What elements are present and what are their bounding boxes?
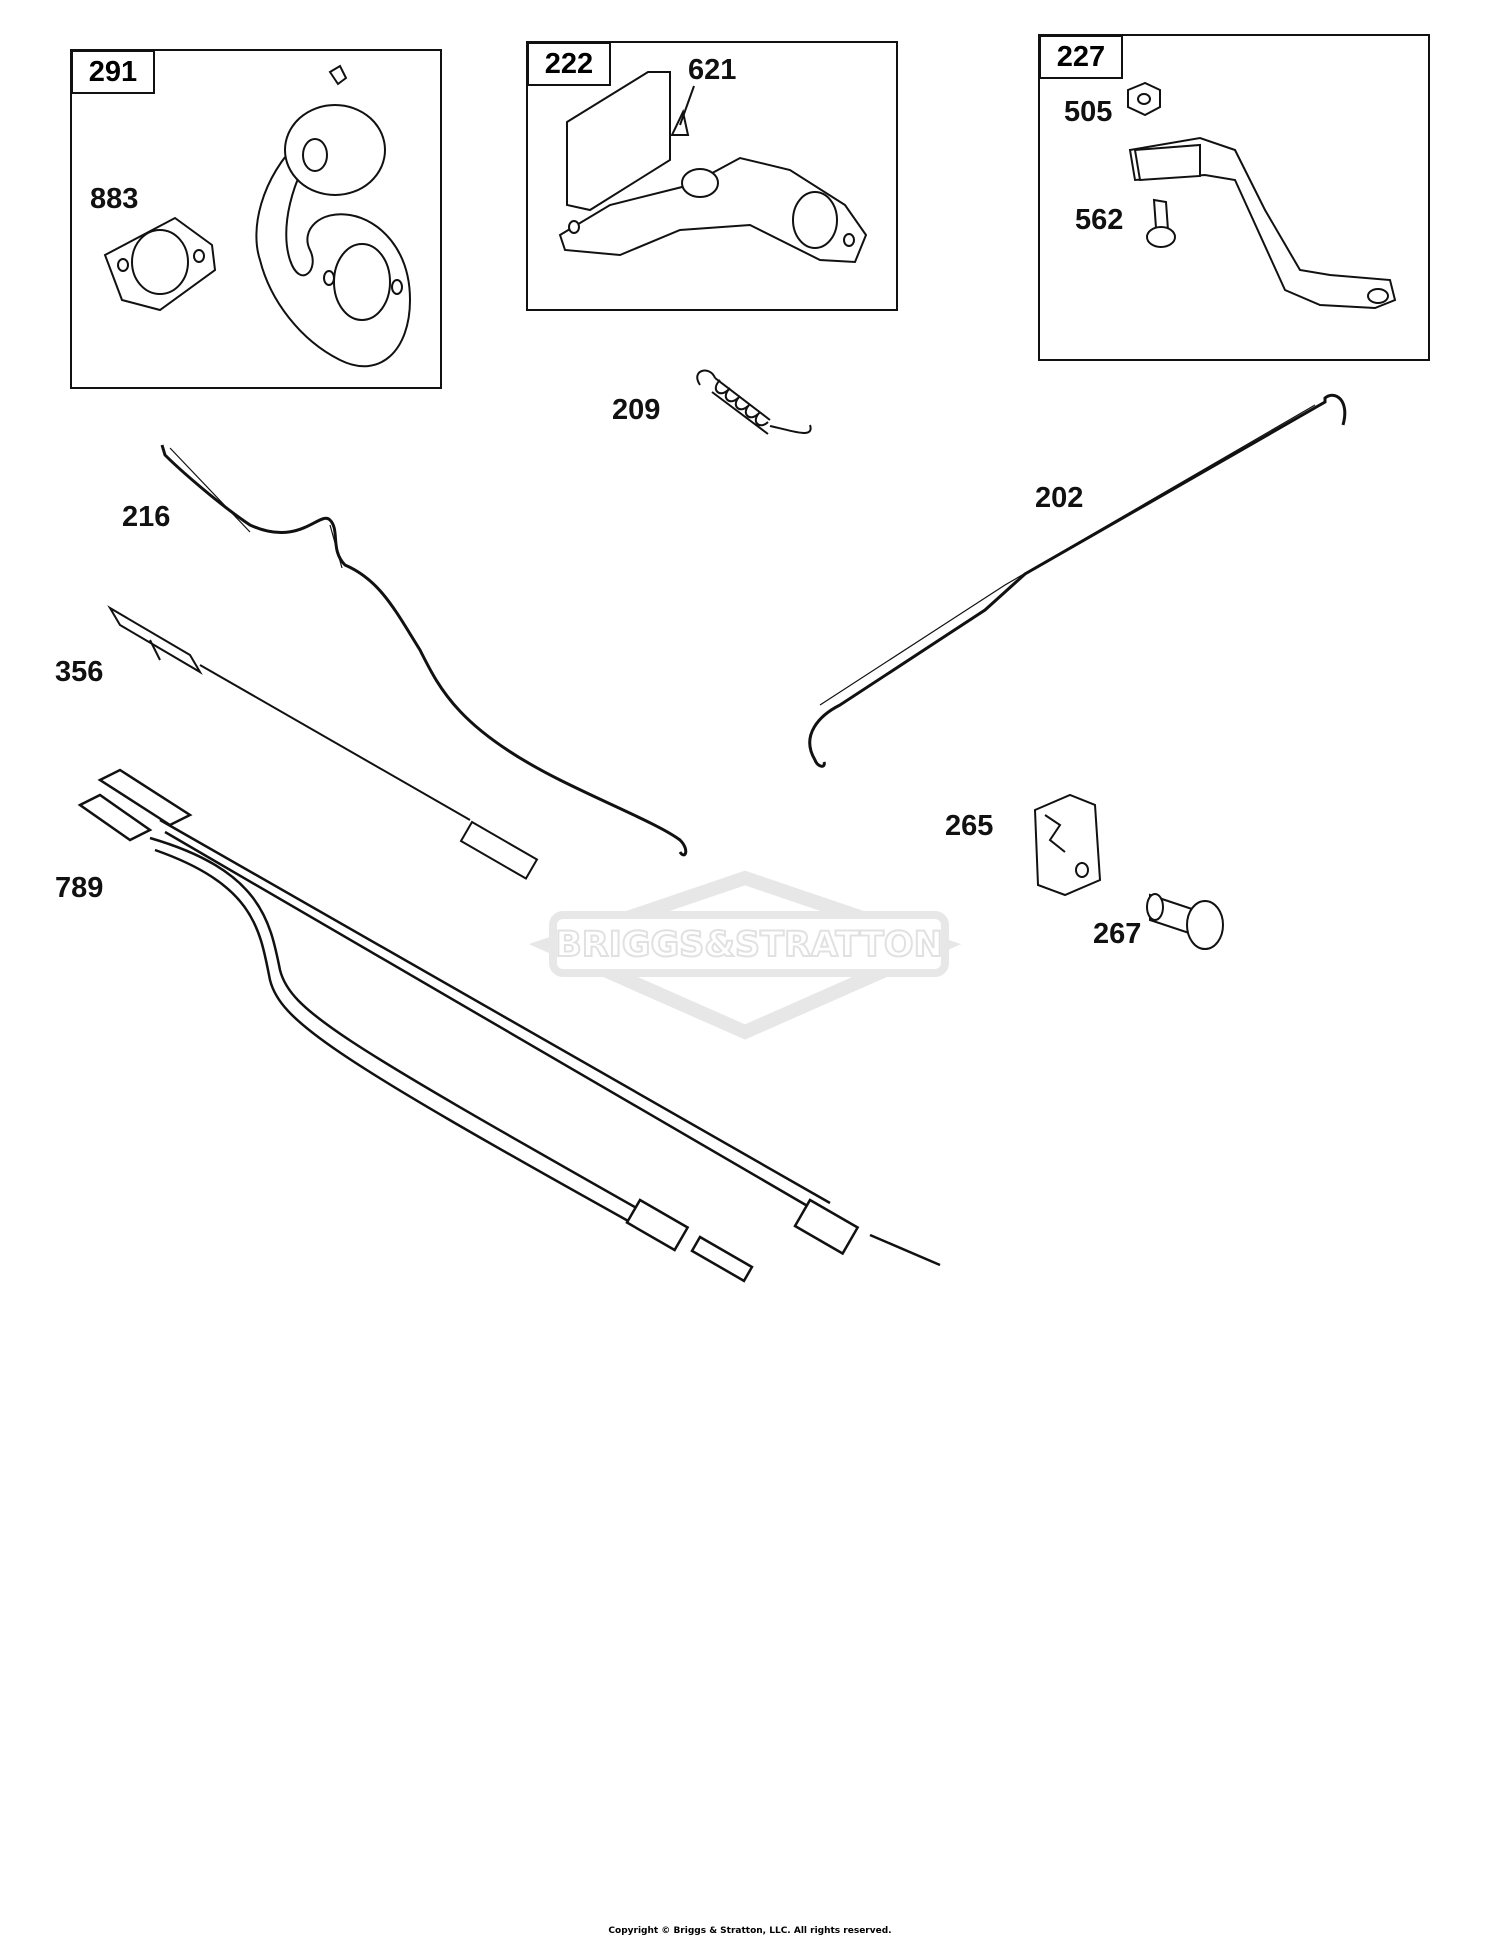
clip-265-part	[1033, 793, 1102, 897]
rivet-562-part	[1146, 198, 1176, 248]
label-621: 621	[688, 54, 737, 86]
box-222-frame	[526, 41, 898, 311]
box-222-tag: 222	[527, 42, 611, 86]
box-291-frame	[70, 49, 442, 389]
muffler-guard-part	[255, 64, 412, 368]
label-209: 209	[612, 394, 661, 426]
cable-356-part	[107, 605, 539, 880]
label-505: 505	[1064, 96, 1113, 128]
label-265: 265	[945, 810, 994, 842]
label-267: 267	[1093, 918, 1142, 950]
spring-209-part	[696, 369, 812, 435]
box-227-frame	[1038, 34, 1430, 361]
wire-harness-789-part	[77, 768, 941, 1283]
label-789: 789	[55, 872, 104, 904]
link-216-part	[160, 444, 688, 857]
label-883: 883	[90, 183, 139, 215]
label-562: 562	[1075, 204, 1124, 236]
label-216: 216	[122, 501, 171, 533]
box-227-tag: 227	[1039, 35, 1123, 79]
label-356: 356	[55, 656, 104, 688]
copyright-text: Copyright © Briggs & Stratton, LLC. All …	[608, 1926, 892, 1936]
svg-text:BRIGGS&STRATTON: BRIGGS&STRATTON	[555, 925, 943, 965]
gasket-883-part	[103, 216, 217, 312]
rod-202-part	[808, 393, 1347, 768]
nut-505-part	[1127, 81, 1161, 117]
label-202: 202	[1035, 482, 1084, 514]
screw-267-part	[1146, 893, 1224, 950]
box-291-tag: 291	[71, 50, 155, 94]
briggs-stratton-watermark: BRIGGS&STRATTON	[528, 870, 962, 1040]
governor-control-part	[558, 71, 868, 264]
throttle-lever-part	[1128, 136, 1397, 310]
